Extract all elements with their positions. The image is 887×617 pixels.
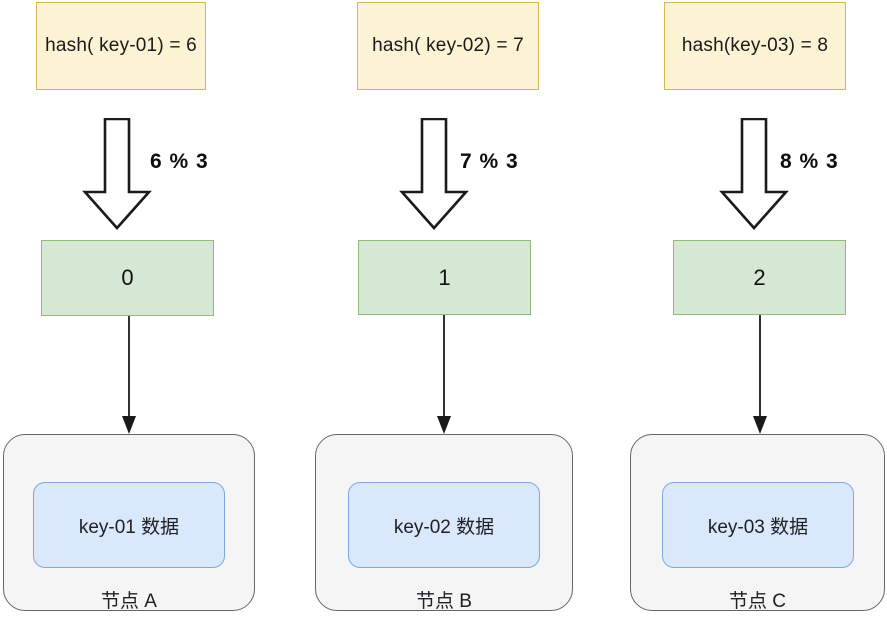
hash-box-key-01: hash( key-01) = 6: [36, 2, 206, 90]
hash-expression-label: hash( key-02) = 7: [372, 35, 524, 56]
connector-arrow-1: [118, 316, 140, 436]
connector-arrow-3: [749, 315, 771, 436]
hash-expression-label: hash( key-01) = 6: [45, 35, 197, 56]
data-box-key-02: key-02 数据: [348, 482, 540, 568]
data-box-key-01: key-01 数据: [33, 482, 225, 568]
modulo-label-1: 6 % 3: [150, 150, 209, 173]
slot-value-label: 1: [438, 264, 451, 290]
slot-box-1: 1: [358, 240, 531, 315]
data-box-label: key-02 数据: [393, 516, 495, 538]
slot-box-2: 2: [673, 240, 846, 315]
hash-box-key-02: hash( key-02) = 7: [357, 2, 539, 90]
block-arrow-down-1: [76, 118, 166, 230]
data-box-key-03: key-03 数据: [662, 482, 854, 568]
hash-expression-label: hash(key-03) = 8: [681, 35, 829, 56]
data-box-label: key-01 数据: [78, 516, 180, 538]
node-label-a: 节点 A: [101, 591, 157, 612]
modulo-label-2: 7 % 3: [460, 150, 519, 173]
data-box-label: key-03 数据: [707, 516, 809, 538]
slot-value-label: 0: [121, 265, 134, 290]
slot-value-label: 2: [753, 264, 766, 290]
slot-box-0: 0: [41, 240, 214, 316]
connector-arrow-2: [433, 315, 455, 436]
modulo-label-3: 8 % 3: [780, 150, 839, 173]
node-label-b: 节点 B: [416, 591, 472, 612]
node-label-c: 节点 C: [728, 591, 786, 612]
block-arrow-down-2: [393, 118, 483, 230]
hash-box-key-03: hash(key-03) = 8: [664, 2, 846, 90]
block-arrow-down-3: [713, 118, 803, 230]
